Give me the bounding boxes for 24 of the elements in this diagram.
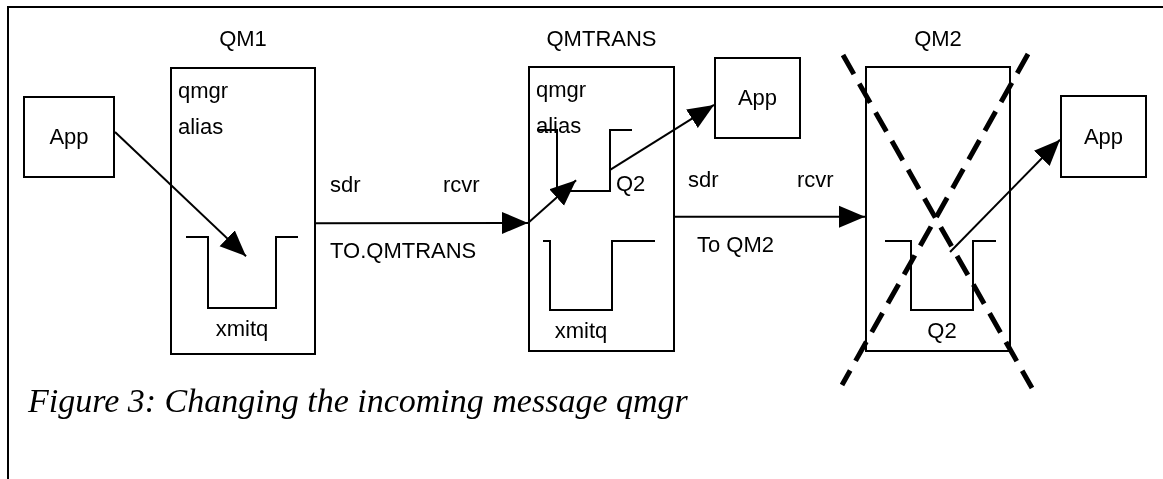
queue-manager-name: QMTRANS (545, 26, 658, 52)
arrow (114, 131, 248, 258)
channel-label: sdr (330, 172, 361, 198)
queue-name: xmitq (214, 316, 270, 342)
arrow (609, 103, 715, 171)
channel-label: rcvr (797, 167, 834, 193)
alias-label: qmgr alias (178, 77, 230, 141)
queue (885, 240, 996, 344)
queue (543, 240, 655, 344)
application-box: App (714, 57, 801, 139)
figure-caption: Figure 3: Changing the incoming message qmgr (28, 382, 688, 420)
arrow (949, 138, 1061, 253)
application-box: App (23, 96, 115, 178)
queue-name: Q2 (616, 171, 646, 197)
queue-name: Q2 (926, 318, 958, 344)
arrow (527, 179, 578, 224)
arrow (674, 205, 866, 228)
arrow (315, 212, 529, 234)
queue-name: xmitq (553, 318, 609, 344)
channel-label: sdr (688, 167, 719, 193)
channel-label: rcvr (443, 172, 480, 198)
queue-manager-name: QM1 (218, 26, 268, 52)
queue-manager-name: QM2 (913, 26, 963, 52)
application-box: App (1060, 95, 1147, 178)
